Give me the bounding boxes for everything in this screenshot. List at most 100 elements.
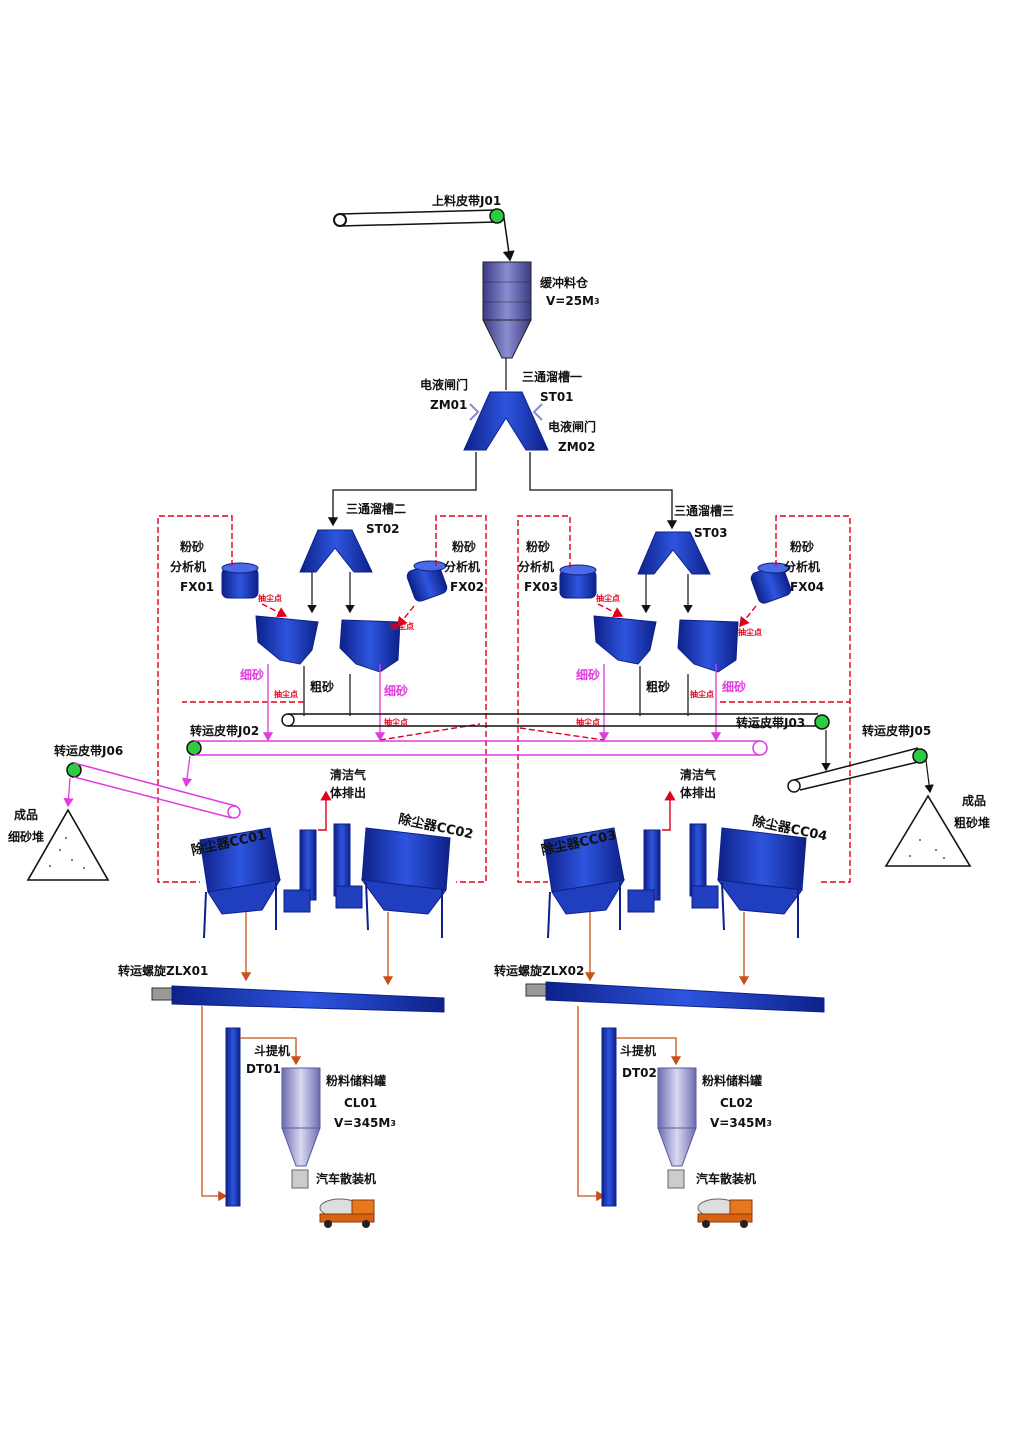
label-exhaust-line2: 体排出 (330, 786, 367, 800)
label-tank-cl01-code: CL01 (344, 1096, 378, 1110)
label-belt-j06: 转运皮带J06 (54, 744, 124, 758)
label-fx01-code: FX01 (180, 580, 215, 594)
dust-collector-cc02 (333, 823, 451, 938)
label-elevator-dt01-code: DT01 (246, 1062, 281, 1076)
label-bulk-loader: 汽车散装机 (696, 1172, 757, 1186)
label-silo-name: 缓冲料仓 (540, 276, 589, 290)
belt-drive-j05-icon (912, 748, 928, 764)
label-dust-point: 抽尘点 (258, 594, 282, 603)
separator-right-a (593, 615, 657, 665)
label-valve-zm01-name: 电液闸门 (420, 378, 469, 392)
label-fx03-line1: 粉砂 (526, 540, 551, 554)
label-fx01-line2: 分析机 (170, 560, 207, 574)
label-fine-pile-line2: 细砂堆 (8, 830, 45, 844)
dust-collector-cc01 (199, 827, 317, 939)
label-chute-st01-name: 三通溜槽一 (522, 370, 583, 384)
label-chute-st02-code: ST02 (366, 522, 400, 536)
label-chute-st01-code: ST01 (540, 390, 574, 404)
label-chute-st03-code: ST03 (694, 526, 728, 540)
label-coarse-sand: 粗砂 (646, 680, 671, 694)
label-tank-cl01-volume: V=345M3 (334, 1116, 396, 1130)
label-screw-zlx02: 转运螺旋ZLX02 (494, 964, 585, 978)
truck-icon (319, 1198, 375, 1228)
label-exhaust-line1: 清洁气 (330, 768, 367, 782)
label-dust-point: 抽尘点 (390, 622, 414, 631)
fine-sand-pile (26, 808, 110, 881)
label-dust-point: 抽尘点 (384, 718, 408, 727)
bucket-elevator-dt01 (225, 1027, 241, 1207)
label-chute-st03-name: 三通溜槽三 (674, 504, 735, 518)
label-tank-cl02-volume: V=345M3 (710, 1116, 772, 1130)
transfer-belt-j05 (787, 730, 934, 794)
label-coarse-pile-line2: 粗砂堆 (954, 816, 991, 830)
three-way-chute-st02 (299, 529, 373, 573)
storage-tank-cl01 (281, 1067, 321, 1189)
label-fine-sand: 细砂 (384, 684, 409, 698)
label-fx04-line1: 粉砂 (790, 540, 815, 554)
label-screw-zlx01: 转运螺旋ZLX01 (118, 964, 209, 978)
label-dust-point: 抽尘点 (274, 690, 298, 699)
label-exhaust-line2: 体排出 (680, 786, 717, 800)
label-fx03-code: FX03 (524, 580, 559, 594)
belt-drive-j01-icon (489, 208, 505, 224)
label-belt-j02: 转运皮带J02 (190, 724, 260, 738)
transfer-belt-j03 (281, 713, 830, 730)
three-way-chute-st03 (637, 531, 711, 575)
three-way-chute-st01 (463, 391, 549, 451)
analyzer-fx02 (406, 560, 448, 602)
label-tank-cl01-name: 粉料储料罐 (326, 1074, 387, 1088)
label-fx02-code: FX02 (450, 580, 485, 594)
label-fx04-code: FX04 (790, 580, 825, 594)
label-fx02-line2: 分析机 (444, 560, 481, 574)
label-dust-point: 抽尘点 (738, 628, 762, 637)
label-dust-point: 抽尘点 (690, 690, 714, 699)
label-dust-point: 抽尘点 (596, 594, 620, 603)
bucket-elevator-dt02 (601, 1027, 617, 1207)
label-belt-j05: 转运皮带J05 (862, 724, 932, 738)
label-elevator-dt02-code: DT02 (622, 1066, 657, 1080)
label-coarse-sand: 粗砂 (310, 680, 335, 694)
fine-sand-line-right (598, 664, 722, 742)
dust-duct-right (517, 515, 851, 883)
label-chute-st02-name: 三通溜槽二 (346, 502, 407, 516)
label-silo-volume: V=25M3 (546, 294, 600, 308)
transfer-belt-j06 (63, 762, 241, 819)
label-elevator-dt01-name: 斗提机 (254, 1044, 291, 1058)
belt-drive-j02-icon (186, 740, 202, 756)
label-fx04-line2: 分析机 (784, 560, 821, 574)
label-tank-cl02-name: 粉料储料罐 (702, 1074, 763, 1088)
label-fx03-line2: 分析机 (518, 560, 555, 574)
storage-tank-cl02 (657, 1067, 697, 1189)
analyzer-fx01 (221, 562, 259, 599)
label-coarse-pile-line1: 成品 (962, 794, 987, 808)
label-valve-zm01-code: ZM01 (430, 398, 468, 412)
label-dust-point: 抽尘点 (576, 718, 600, 727)
dust-collector-cc04 (689, 823, 807, 938)
label-tank-cl02-code: CL02 (720, 1096, 754, 1110)
label-fine-pile-line1: 成品 (14, 808, 39, 822)
label-belt-j03: 转运皮带J03 (736, 716, 806, 730)
label-fx01-line1: 粉砂 (180, 540, 205, 554)
label-elevator-dt02-name: 斗提机 (620, 1044, 657, 1058)
label-fine-sand: 细砂 (240, 668, 265, 682)
analyzer-fx04 (750, 562, 792, 604)
analyzer-fx03 (559, 564, 597, 599)
truck-icon (697, 1198, 753, 1228)
label-bulk-loader: 汽车散装机 (316, 1172, 377, 1186)
belt-drive-j03-icon (814, 714, 830, 730)
label-valve-zm02-name: 电液闸门 (548, 420, 597, 434)
label-fine-sand: 细砂 (576, 668, 601, 682)
label-belt-j01: 上料皮带J01 (432, 194, 502, 208)
separator-right-b (677, 619, 739, 673)
belt-drive-j06-icon (66, 762, 82, 778)
transfer-belt-j02 (181, 740, 768, 788)
label-exhaust-line1: 清洁气 (680, 768, 717, 782)
label-valve-zm02-code: ZM02 (558, 440, 596, 454)
fine-sand-line-left (262, 664, 386, 742)
label-fine-sand: 细砂 (722, 680, 747, 694)
feed-belt-j01 (333, 208, 515, 262)
coarse-sand-pile (884, 794, 972, 867)
dust-collector-cc03 (543, 827, 661, 939)
screw-conveyor-zlx02 (525, 981, 825, 1202)
buffer-silo (482, 261, 532, 359)
